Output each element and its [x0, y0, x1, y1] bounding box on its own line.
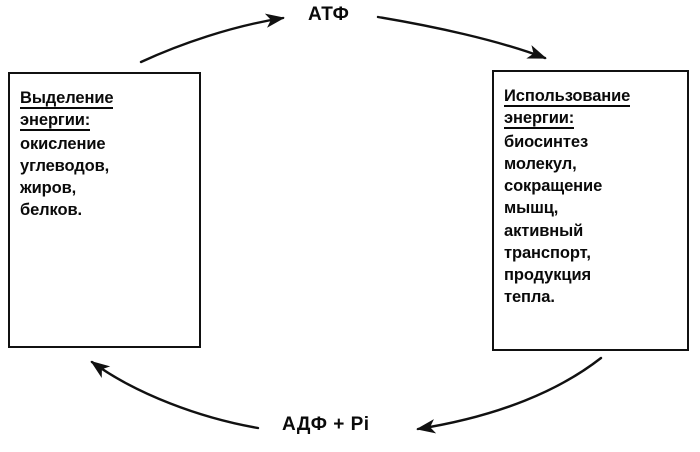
energy-usage-body-line: молекул,: [504, 155, 577, 174]
energy-release-heading-line2: энергии:: [20, 110, 91, 131]
energy-release-body-line: окисление: [20, 134, 106, 153]
arrow-release-to-atp: [139, 13, 285, 64]
energy-release-heading-line1: Выделение: [20, 89, 114, 109]
energy-usage-body-line: транспорт,: [504, 243, 591, 262]
energy-release-body-line: белков.: [20, 201, 82, 220]
energy-usage-body: биосинтез молекул, сокращение мышц, акти…: [504, 131, 677, 309]
energy-release-content: Выделение энергии: окисление углеводов, …: [10, 74, 199, 222]
adp-pi-label: АДФ + Pi: [282, 414, 370, 435]
energy-usage-body-line: тепла.: [504, 288, 555, 307]
energy-usage-box: Использование энергии: биосинтез молекул…: [492, 70, 689, 351]
energy-release-box: Выделение энергии: окисление углеводов, …: [8, 72, 201, 348]
arrow-adp-to-release: [90, 360, 260, 430]
energy-usage-body-line: активный: [504, 221, 584, 240]
energy-release-body-line: жиров,: [20, 179, 77, 198]
energy-release-body: окисление углеводов, жиров, белков.: [20, 133, 189, 222]
energy-usage-heading-line1: Использование: [504, 87, 631, 107]
arrow-atp-to-usage: [376, 15, 547, 60]
energy-usage-body-line: биосинтез: [504, 132, 589, 151]
energy-release-heading: Выделение энергии:: [20, 88, 189, 132]
atp-label: АТФ: [308, 4, 350, 25]
energy-usage-body-line: продукция: [504, 266, 592, 284]
energy-usage-body-line: сокращение: [504, 177, 603, 196]
energy-usage-heading-line2: энергии:: [504, 108, 575, 129]
arrow-usage-to-adp: [416, 356, 603, 434]
energy-release-body-line: углеводов,: [20, 157, 110, 176]
energy-usage-content: Использование энергии: биосинтез молекул…: [494, 72, 687, 308]
energy-usage-heading: Использование энергии:: [504, 86, 677, 130]
energy-usage-body-line: мышц,: [504, 199, 559, 218]
